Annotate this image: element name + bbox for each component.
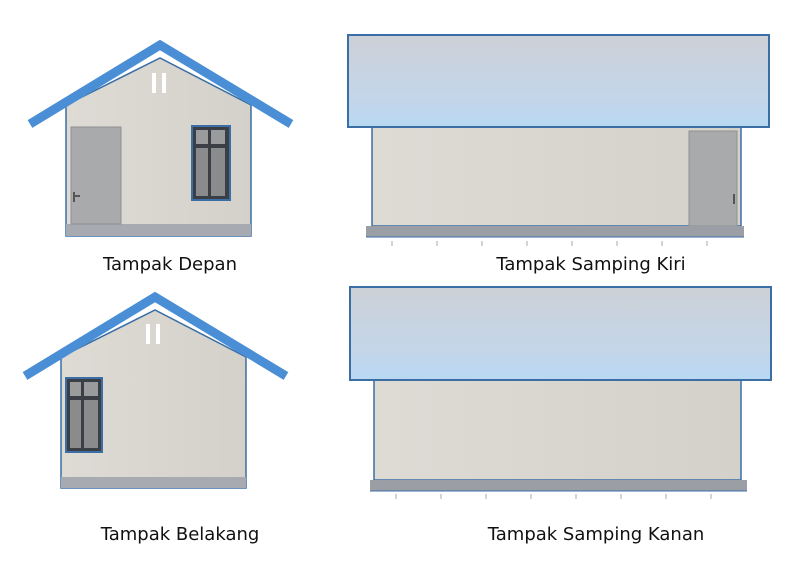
front-elevation xyxy=(27,39,294,237)
door-handle-bar xyxy=(73,195,80,197)
window-pane xyxy=(70,382,81,396)
right-side-elevation xyxy=(349,286,772,499)
right-side-roof xyxy=(349,286,772,381)
left-side-base xyxy=(366,226,744,237)
window-pane xyxy=(196,130,208,144)
vent xyxy=(152,73,156,93)
label-front: Tampak Depan xyxy=(103,254,237,275)
label-back: Tampak Belakang xyxy=(100,524,260,545)
left-side-elevation xyxy=(347,34,770,246)
ground-ticks xyxy=(395,494,712,499)
ground-ticks xyxy=(391,241,708,246)
front-roof xyxy=(27,39,294,128)
front-base xyxy=(66,224,251,236)
right-side-wall xyxy=(373,379,742,481)
window-pane xyxy=(84,400,98,448)
left-side-roof xyxy=(347,34,770,128)
window-pane xyxy=(211,148,225,196)
vent xyxy=(162,73,166,93)
left-side-door xyxy=(688,130,738,227)
door-handle-icon xyxy=(733,194,735,204)
window-pane xyxy=(70,400,81,448)
vent xyxy=(156,324,160,344)
label-left-side: Tampak Samping Kiri xyxy=(496,254,686,275)
back-elevation xyxy=(22,291,289,489)
right-side-base xyxy=(370,480,747,491)
window-pane xyxy=(211,130,225,144)
window-pane xyxy=(196,148,208,196)
front-door xyxy=(70,126,122,225)
label-right-side: Tampak Samping Kanan xyxy=(487,524,705,545)
window-pane xyxy=(84,382,98,396)
vent xyxy=(146,324,150,344)
back-base xyxy=(61,477,246,488)
left-side-wall xyxy=(371,126,742,227)
back-roof xyxy=(22,291,289,380)
